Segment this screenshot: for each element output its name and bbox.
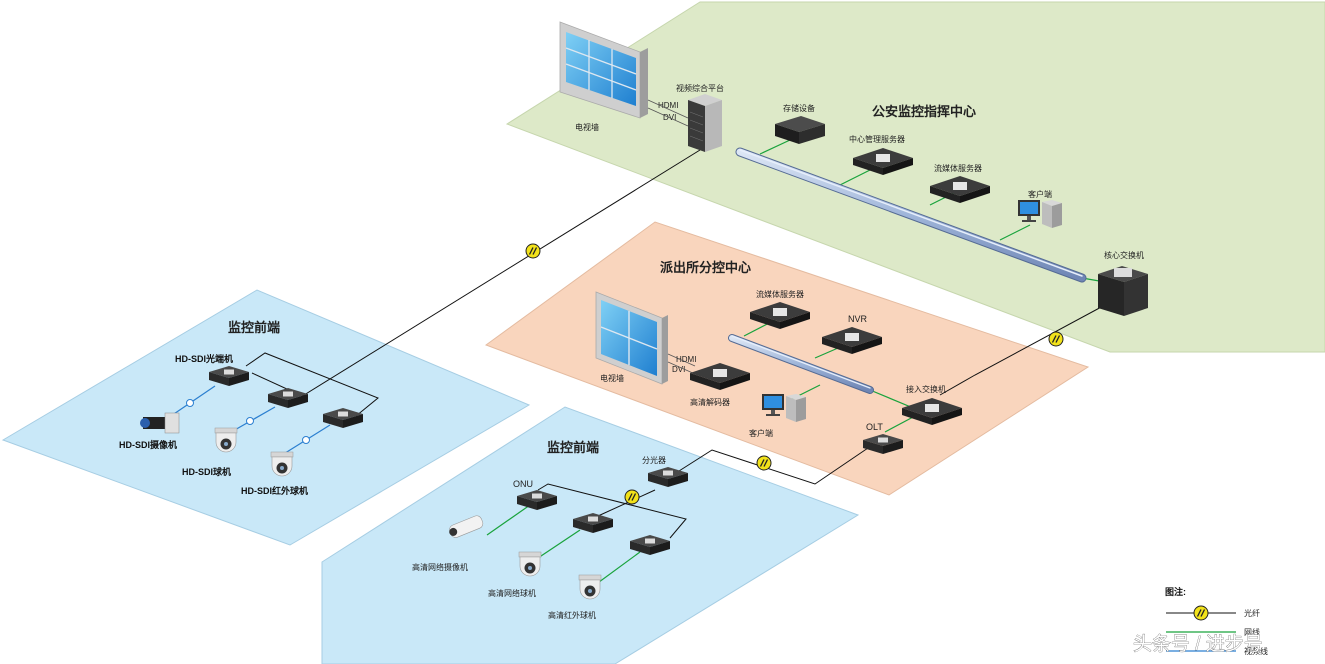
hd-sdi-dome-label: HD-SDI球机	[182, 466, 231, 477]
station-backbone-bus	[728, 334, 874, 394]
command-center-zone	[505, 1, 1325, 353]
front-bottom-zone-title: 监控前端	[547, 440, 599, 455]
hd-ir-dome-label: 高清红外球机	[548, 610, 596, 620]
legend-fiber-label: 光纤	[1244, 608, 1260, 618]
front-bottom-zone	[321, 406, 860, 664]
bottom-front-wiring-2	[597, 489, 656, 517]
onu-label: ONU	[513, 479, 533, 489]
watermark: 头条号 / 进步号	[1133, 633, 1263, 655]
legend-title: 图注:	[1165, 586, 1186, 597]
hd-sdi-dome-camera[interactable]	[214, 427, 238, 453]
left-front-wiring	[245, 352, 379, 417]
legend-video-label: 视频线	[1244, 646, 1268, 656]
hd-sdi-ir-dome-camera[interactable]	[270, 451, 294, 477]
station-tv-wall-label: 电视墙	[600, 373, 624, 383]
olt-label: OLT	[866, 422, 883, 432]
fiber-platform-to-front	[295, 149, 701, 401]
storage-device[interactable]	[775, 116, 825, 144]
station-tv-wall[interactable]	[595, 291, 668, 385]
front-left-zone-title: 监控前端	[228, 320, 280, 335]
command-hdmi-label: HDMI	[658, 101, 678, 110]
core-switch-label: 核心交换机	[1104, 250, 1144, 260]
hd-decoder-label: 高清解码器	[690, 397, 730, 407]
hd-network-bullet-camera[interactable]	[447, 514, 484, 539]
station-hdmi-label: HDMI	[676, 355, 696, 364]
legend: 图注: 光纤 网线 视频线	[1165, 586, 1268, 656]
command-tv-wall-label: 电视墙	[575, 122, 599, 132]
mgmt-server-label: 中心管理服务器	[849, 134, 905, 144]
hd-sdi-camera-label: HD-SDI摄像机	[119, 439, 177, 450]
bottom-front-wiring	[537, 483, 687, 539]
legend-network-label: 网线	[1244, 627, 1260, 637]
hd-sdi-box-camera[interactable]	[140, 412, 180, 434]
station-stream-server-label: 流媒体服务器	[756, 289, 804, 299]
hd-network-dome-label: 高清网络球机	[488, 588, 536, 598]
hd-ir-dome-camera[interactable]	[578, 574, 602, 600]
fiber-marker-3	[756, 455, 772, 471]
video-line-markers	[186, 399, 310, 444]
hd-network-camera-label: 高清网络摄像机	[412, 562, 468, 572]
command-client-label: 客户端	[1028, 189, 1052, 199]
video-platform-label: 视频综合平台	[676, 83, 724, 93]
legend-fiber-marker	[1193, 605, 1209, 621]
fiber-marker-1	[525, 243, 541, 259]
fiber-marker-2	[1048, 331, 1064, 347]
hd-sdi-ir-dome-label: HD-SDI红外球机	[241, 485, 308, 496]
fiber-marker-4	[624, 489, 640, 505]
hd-network-dome-camera[interactable]	[518, 551, 542, 577]
command-tv-wall[interactable]	[559, 21, 648, 119]
front-left-zone	[1, 289, 531, 546]
nvr-label: NVR	[848, 314, 868, 324]
splitter-label: 分光器	[642, 455, 666, 465]
command-backbone-bus	[735, 147, 1087, 283]
command-stream-server-label: 流媒体服务器	[934, 163, 982, 173]
command-zone-title: 公安监控指挥中心	[872, 104, 976, 119]
fiber-core-to-access	[939, 304, 1106, 396]
core-switch-device[interactable]	[1098, 266, 1148, 316]
hd-sdi-optical-terminal-label: HD-SDI光端机	[175, 353, 233, 364]
station-client-label: 客户端	[749, 428, 773, 438]
access-switch-label: 接入交换机	[906, 384, 946, 394]
video-platform-device[interactable]	[688, 94, 722, 152]
station-dvi-label: DVI	[672, 365, 685, 374]
station-zone-title: 派出所分控中心	[660, 260, 751, 275]
storage-label: 存储设备	[783, 103, 815, 113]
